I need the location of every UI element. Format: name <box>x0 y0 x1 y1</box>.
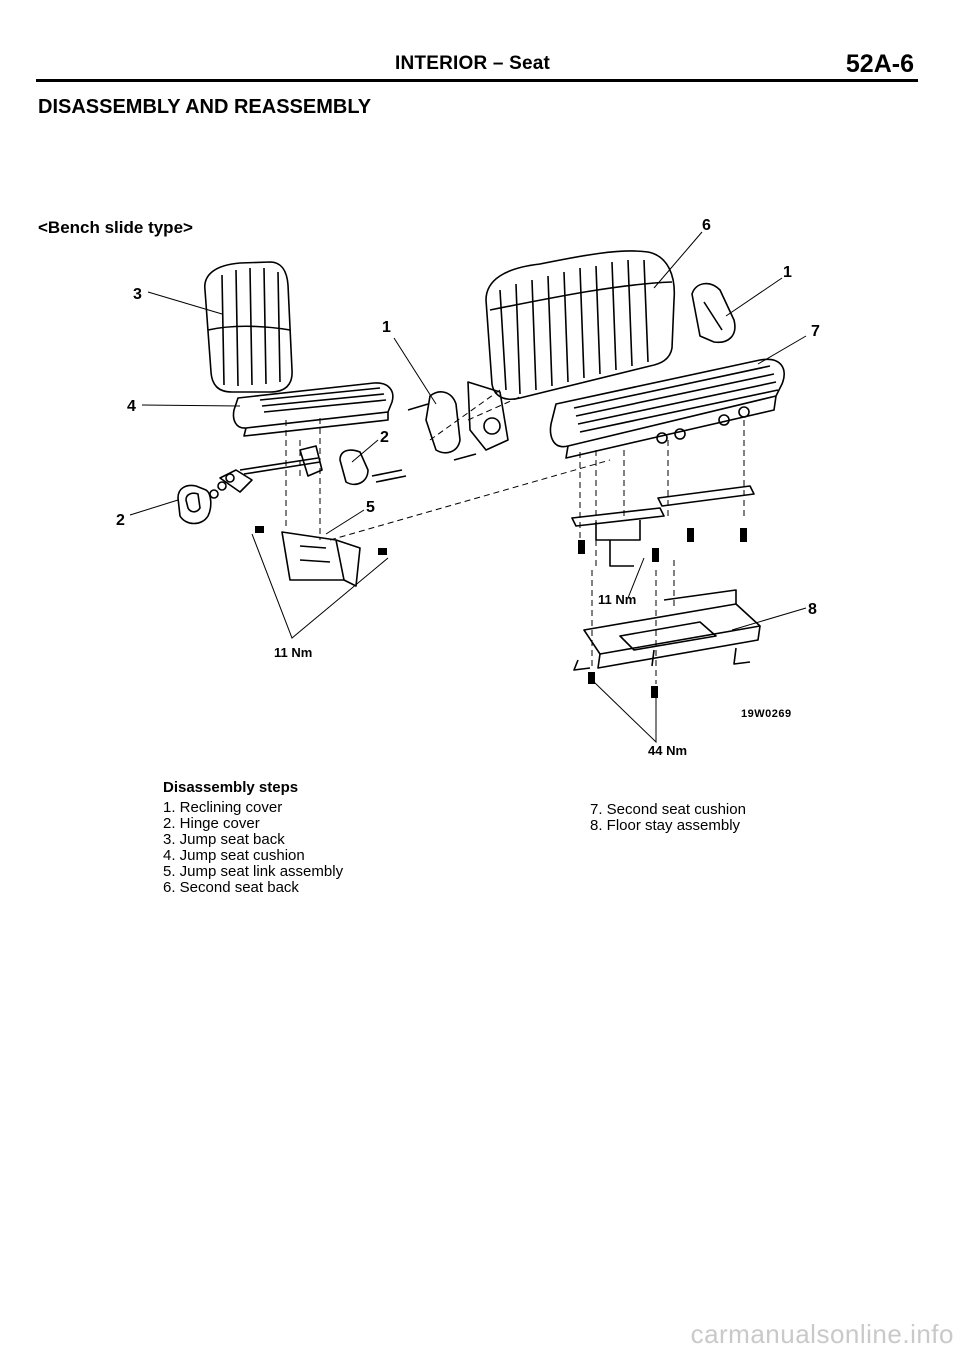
callout-1-mid: 1 <box>382 319 391 336</box>
step-7: 7. Second seat cushion <box>590 801 746 818</box>
assembly-lines <box>285 389 745 684</box>
step-1: 1. Reclining cover <box>163 799 283 816</box>
second-seat-back-drawing <box>485 250 676 400</box>
torque-left: 11 Nm <box>274 645 312 660</box>
step-3: 3. Jump seat back <box>163 831 285 848</box>
step-4: 4. Jump seat cushion <box>163 847 305 864</box>
callout-4: 4 <box>127 398 136 415</box>
header-rule <box>36 79 918 82</box>
floor-stay-drawing <box>573 589 761 671</box>
variant-label: <Bench slide type> <box>38 218 193 237</box>
step-5: 5. Jump seat link assembly <box>163 863 344 880</box>
section-header: INTERIOR – Seat <box>395 53 551 74</box>
callout-2-mid: 2 <box>380 429 389 446</box>
callout-3: 3 <box>133 286 142 303</box>
callout-2-left: 2 <box>116 512 125 529</box>
steps-heading: Disassembly steps <box>163 779 299 796</box>
reclining-cover-mid-drawing <box>407 381 509 461</box>
callout-6: 6 <box>702 217 711 234</box>
page-number: 52A-6 <box>845 50 914 78</box>
second-seat-cushion-drawing <box>549 358 785 459</box>
exploded-seat-diagram: 6 1 7 3 1 4 2 2 5 8 11 Nm 11 Nm 44 Nm <box>116 217 820 758</box>
figure-code: 19W0269 <box>741 708 792 720</box>
callout-5: 5 <box>366 499 375 516</box>
jump-seat-cushion-drawing <box>232 382 394 437</box>
torque-mid: 11 Nm <box>598 592 636 607</box>
watermark: carmanualsonline.info <box>690 1319 954 1349</box>
hinge-cover-mid-drawing <box>339 449 369 486</box>
leader-lines <box>129 231 807 744</box>
reclining-cover-right-drawing <box>691 282 736 344</box>
callout-8: 8 <box>808 601 817 618</box>
bolts <box>255 526 747 698</box>
slide-rails-drawing <box>571 485 755 567</box>
callout-1-right: 1 <box>783 264 792 281</box>
jump-seat-link-drawing <box>209 445 323 499</box>
step-8: 8. Floor stay assembly <box>590 817 741 834</box>
section-title: DISASSEMBLY AND REASSEMBLY <box>38 96 372 118</box>
torque-bottom: 44 Nm <box>648 743 687 758</box>
step-6: 6. Second seat back <box>163 879 299 896</box>
step-2: 2. Hinge cover <box>163 815 260 832</box>
jump-seat-back-drawing <box>204 261 293 393</box>
callout-7: 7 <box>811 323 820 340</box>
hinge-cover-left-drawing <box>177 484 212 525</box>
jump-seat-bracket-drawing <box>281 531 361 587</box>
